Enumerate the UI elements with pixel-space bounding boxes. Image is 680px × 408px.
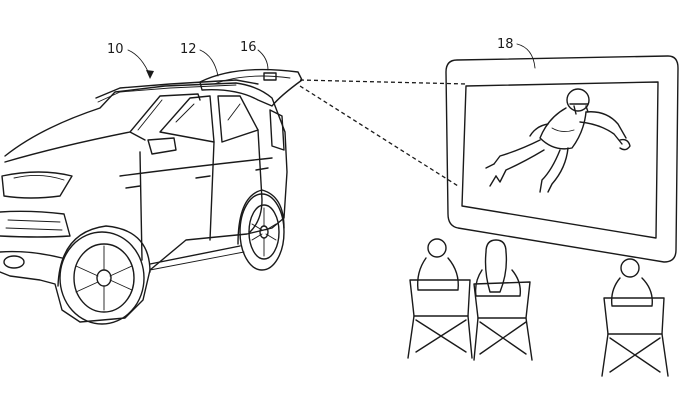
front-wheel (59, 231, 145, 325)
headlight (1, 171, 73, 199)
liftgate (199, 68, 303, 107)
vehicle (0, 68, 303, 325)
spectator-left (407, 238, 473, 359)
side-mirror (147, 137, 177, 155)
projection-beam (299, 79, 468, 187)
leader-screen (516, 43, 536, 69)
leader-vehicle (127, 49, 151, 77)
spectator-right (601, 258, 669, 377)
label-vehicle: 10 (107, 42, 124, 57)
spectator-middle (473, 239, 533, 361)
leader-liftgate (199, 49, 219, 77)
projector (263, 72, 277, 81)
label-projector: 16 (240, 40, 257, 55)
screen-image-area (461, 81, 659, 239)
leader-projector (257, 49, 269, 71)
vehicle-body (0, 82, 288, 323)
label-liftgate: 12 (180, 42, 197, 57)
arrowhead-vehicle (146, 70, 154, 79)
rear-wheel (239, 193, 285, 271)
projection-screen (445, 55, 679, 263)
label-screen: 18 (497, 37, 514, 52)
football-player-figure (485, 88, 631, 193)
